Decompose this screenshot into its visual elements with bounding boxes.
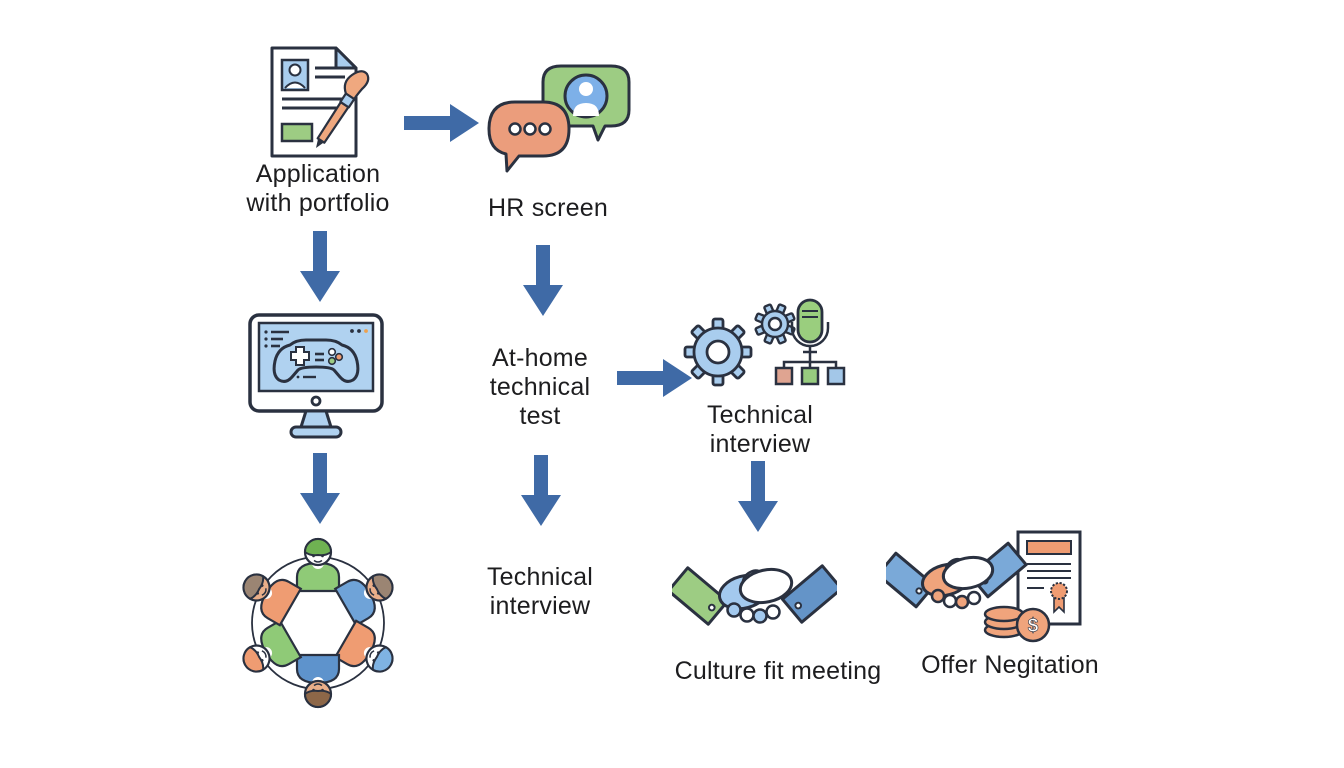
gear-small [754,303,796,345]
resume-portfolio-icon [270,46,370,158]
microphone [790,298,830,362]
step-hr-screen [483,58,633,178]
chat-bubbles-icon [487,64,631,173]
team-roundtable-icon [242,537,394,709]
gears-microphone-orgchart-icon [683,298,846,387]
step-technical-interview [680,294,848,398]
step-panel-roundtable [232,531,404,713]
arrow-down-icon [299,453,341,525]
step-offer-label: Offer Negitation [921,651,1099,679]
coins: $ [983,605,1051,643]
step-home-test-label: At-home technical test [489,344,591,430]
arrow-down-icon [299,231,341,303]
step-application-label: Application with portfolio [246,160,390,217]
org-chart [774,360,846,386]
arrow-down-icon [522,245,564,317]
step-game-test [246,311,386,443]
arrow-right-icon [617,358,693,398]
handshake-contract-coins-icon: $ [886,530,1082,643]
step-culture-fit [672,536,837,648]
gear-large [683,317,753,387]
step-offer: $ [886,528,1086,652]
step-technical-interview-2-label: Technical interview [486,563,594,620]
svg-text:$: $ [1028,616,1039,637]
step-culture-fit-label: Culture fit meeting [674,657,882,685]
arrow-right-icon [404,103,480,143]
step-hr-screen-label: HR screen [488,194,608,222]
step-application [258,44,378,162]
arrow-down-icon [520,455,562,527]
handshake-icon [672,564,837,626]
arrow-down-icon [737,461,779,533]
game-test-monitor-icon [248,313,384,439]
step-technical-interview-label: Technical interview [706,401,814,458]
